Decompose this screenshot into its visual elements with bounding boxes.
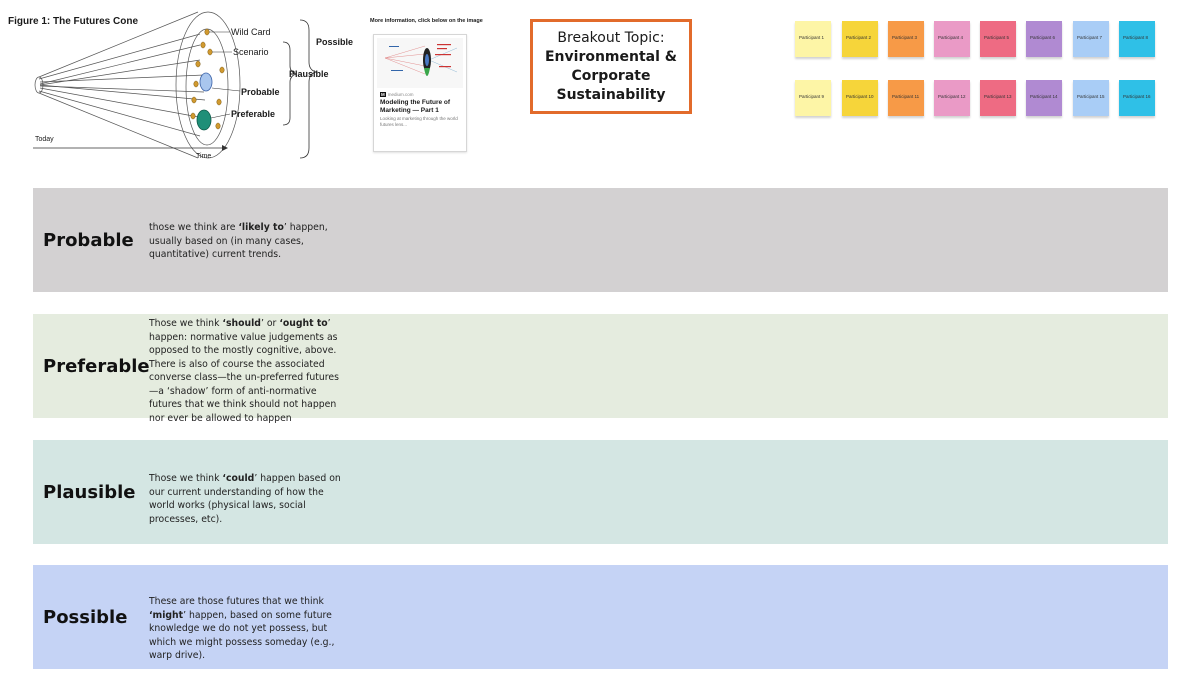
wild-card-label: Wild Card [231,27,271,37]
medium-logo-icon: M [380,92,386,97]
description-text: ’ happen, based on some future knowledge… [149,609,335,662]
breakout-topic-line-1: Environmental & [544,48,677,65]
description-text: Those we think [149,473,223,484]
article-description: Looking at marketing through the world f… [380,116,458,127]
emphasis-text: ‘should [222,318,261,329]
sticky-note[interactable]: Participant 12 [934,80,970,116]
description-text: These are those futures that we think [149,596,324,607]
article-site-label: medium.com [387,92,414,97]
sticky-note[interactable]: Participant 15 [1073,80,1109,116]
sticky-note[interactable]: Participant 9 [795,80,831,116]
sticky-note[interactable]: Participant 10 [842,80,878,116]
sticky-note[interactable]: Participant 13 [980,80,1016,116]
description-text: Those we think [149,318,223,329]
sticky-note[interactable]: Participant 1 [795,21,831,57]
row-description: Those we think ‘could’ happen based on o… [149,472,345,526]
article-title: Modeling the Future of Marketing — Part … [380,99,451,114]
scenario-label: Scenario [233,47,269,57]
article-site: M medium.com [380,92,414,97]
row-title: Probable [43,230,134,251]
description-text: ’ happen, usually based on (in many case… [149,222,328,260]
breakout-topic-line-2: Corporate [571,67,651,84]
futures-cone-figure: Figure 1: The Futures Cone Wild Card Sce… [0,0,362,166]
plausible-label: Plausible [289,69,329,79]
definition-row-plausible[interactable]: Plausible Those we think ‘could’ happen b… [33,440,1168,544]
sticky-note[interactable]: Participant 14 [1026,80,1062,116]
emphasis-text: ‘might [149,609,184,621]
futures-cone-diagram [33,11,318,159]
breakout-heading: Breakout Topic: [557,29,665,46]
breakout-topic-line-3: Sustainability [556,86,666,103]
sticky-note[interactable]: Participant 11 [888,80,924,116]
sticky-note[interactable]: Participant 2 [842,21,878,57]
description-text: those we think are [149,222,239,233]
emphasis-text: ‘likely to [238,222,284,233]
row-title: Preferable [43,356,150,377]
sticky-note[interactable]: Participant 4 [934,21,970,57]
description-text: ’ happen based on our current understand… [149,473,341,525]
preferable-label: Preferable [231,109,276,119]
row-title: Possible [43,607,128,628]
row-title: Plausible [43,482,136,503]
row-description: These are those futures that we think ‘m… [149,595,345,663]
definition-row-probable[interactable]: Probable those we think are ‘likely to’ h… [33,188,1168,292]
probable-label: Probable [241,87,280,97]
definition-row-possible[interactable]: Possible These are those futures that we … [33,565,1168,669]
sticky-note[interactable]: Participant 7 [1073,21,1109,57]
article-link-card[interactable]: M medium.com Modeling the Future of Mark… [373,34,467,152]
today-label: Today [35,136,54,143]
sticky-note[interactable]: Participant 16 [1119,80,1155,116]
sticky-note[interactable]: Participant 5 [980,21,1016,57]
emphasis-text: ‘ought to [279,318,328,329]
description-text: ’ happen: normative value judgements as … [149,318,339,424]
more-info-section: More information, click below on the ima… [370,18,500,152]
possible-label: Possible [316,37,354,47]
sticky-note[interactable]: Participant 8 [1119,21,1155,57]
more-info-caption: More information, click below on the ima… [370,18,483,24]
emphasis-text: ‘could [222,473,255,484]
sticky-note[interactable]: Participant 3 [888,21,924,57]
row-description: Those we think ‘should’ or ‘ought to’ ha… [149,317,345,425]
figure-title: Figure 1: The Futures Cone [8,16,139,27]
thumbnail-diagram-icon [384,44,458,76]
sticky-note[interactable]: Participant 6 [1026,21,1062,57]
article-thumbnail [377,38,463,88]
row-description: those we think are ‘likely to’ happen, u… [149,221,345,262]
time-label: Time [196,153,212,160]
breakout-topic-box[interactable]: Breakout Topic: Environmental & Corporat… [530,19,692,114]
description-text: ’ or [260,318,280,329]
